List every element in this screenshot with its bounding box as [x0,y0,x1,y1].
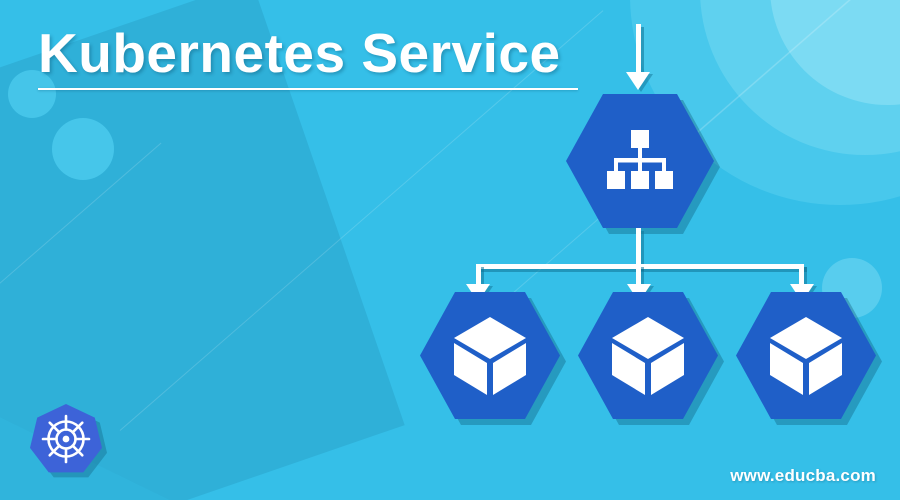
connector-drop-middle [636,264,641,288]
connector-drop-right [799,264,804,288]
service-node[interactable] [566,94,714,228]
cube-icon [770,316,842,395]
hierarchy-icon [607,130,673,189]
kubernetes-helm-wheel-icon [41,414,91,464]
pod-node-3-inner [736,292,876,419]
arrow-down-icon-inbound [626,72,650,90]
connector-drop-left [476,264,481,288]
connector-inbound-line [636,24,641,76]
cube-icon [612,316,684,395]
kubernetes-logo[interactable] [30,404,102,476]
cube-icon [454,316,526,395]
connector-stem [636,228,641,268]
service-node-inner [566,94,714,228]
page-title-text: Kubernetes Service [38,22,561,84]
site-url[interactable]: www.educba.com [730,466,876,485]
pod-node-2-inner [578,292,718,419]
page-title: Kubernetes Service [38,22,578,90]
page-title-underline [38,88,578,90]
pod-node-1-inner [420,292,560,419]
